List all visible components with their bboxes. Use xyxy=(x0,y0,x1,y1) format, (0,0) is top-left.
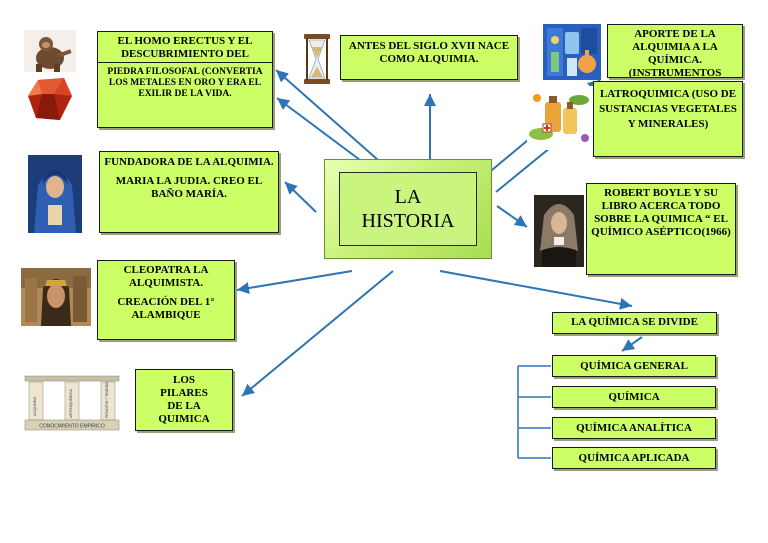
node-latroquimica: LATROQUIMICA (USO DE SUSTANCIAS VEGETALE… xyxy=(593,81,743,157)
node-robert-boyle-text: ROBERT BOYLE Y SU LIBRO ACERCA TODO SOBR… xyxy=(591,187,731,238)
node-pilares-text: LOS PILARES DE LA QUIMICA xyxy=(158,374,210,425)
node-siglo-xvii-text: ANTES DEL SIGLO XVII NACE COMO ALQUIMIA. xyxy=(348,40,510,65)
node-se-divide: LA QUÍMICA SE DIVIDE xyxy=(552,312,717,334)
arrow-to-piedra-filosofal xyxy=(276,97,369,167)
division-bracket xyxy=(517,365,551,459)
node-latroquimica-text: LATROQUIMICA (USO DE SUSTANCIAS VEGETALE… xyxy=(599,88,737,130)
pillar-label-1: ALQUIMIA xyxy=(32,397,37,416)
arrow-to-divisions xyxy=(621,336,643,352)
node-cleopatra-title: CLEOPATRA LA ALQUIMISTA. xyxy=(123,264,209,289)
hourglass-image xyxy=(304,34,330,84)
node-homo-erectus-text: EL HOMO ERECTUS Y EL DESCUBRIMIENTO DEL … xyxy=(117,35,253,62)
node-pilares: LOS PILARES DE LA QUIMICA xyxy=(135,369,233,431)
herbal-bottles-image xyxy=(527,86,593,150)
node-cleopatra-detail: CREACIÓN DEL 1° ALAMBIQUE xyxy=(117,296,215,321)
primate-image xyxy=(24,30,76,72)
three-pillars-image: ALQUIMIA IATROQUÍMICA PRINCIPIO Y TEORÍA… xyxy=(23,374,121,432)
node-fundadora: FUNDADORA DE LA ALQUIMIA. MARIA LA JUDIA… xyxy=(99,151,279,233)
node-aporte-alquimia-text: APORTE DE LA ALQUIMIA A LA QUÍMICA. (INS… xyxy=(628,28,722,78)
central-topic-line2: HISTORIA xyxy=(361,210,455,232)
central-topic: LA HISTORIA xyxy=(324,159,492,259)
node-cleopatra: CLEOPATRA LA ALQUIMISTA. CREACIÓN DEL 1°… xyxy=(97,260,235,340)
node-aporte-alquimia: APORTE DE LA ALQUIMIA A LA QUÍMICA. (INS… xyxy=(607,24,743,78)
division-item: QUÍMICA GENERAL xyxy=(552,355,716,377)
node-piedra-filosofal: PIEDRA FILOSOFAL (CONVERTIA LOS METALES … xyxy=(97,62,273,128)
lab-equipment-image xyxy=(543,24,601,80)
pillar-base-label: CONOCIMIENTO EMPÍRICO xyxy=(39,423,105,430)
arrow-to-se-divide xyxy=(439,270,633,310)
robert-boyle-portrait xyxy=(534,195,584,267)
arrow-to-cleopatra xyxy=(236,270,353,294)
arrow-to-robert-boyle xyxy=(496,205,528,228)
division-item: QUÍMICA APLICADA xyxy=(552,447,716,469)
central-topic-line1: LA xyxy=(394,186,422,208)
node-siglo-xvii: ANTES DEL SIGLO XVII NACE COMO ALQUIMIA. xyxy=(340,35,518,80)
node-robert-boyle: ROBERT BOYLE Y SU LIBRO ACERCA TODO SOBR… xyxy=(586,183,736,275)
node-piedra-filosofal-text: PIEDRA FILOSOFAL (CONVERTIA LOS METALES … xyxy=(107,67,263,99)
cleopatra-portrait xyxy=(21,268,91,326)
node-homo-erectus: EL HOMO ERECTUS Y EL DESCUBRIMIENTO DEL … xyxy=(97,31,273,63)
node-se-divide-text: LA QUÍMICA SE DIVIDE xyxy=(571,316,698,328)
node-fundadora-title: FUNDADORA DE LA ALQUIMIA. xyxy=(104,156,274,168)
central-topic-label-box: LA HISTORIA xyxy=(339,172,477,246)
arrow-to-homo-erectus xyxy=(275,69,379,161)
pillar-label-2: IATROQUÍMICA xyxy=(68,389,73,418)
division-item: QUÍMICA ANALÍTICA xyxy=(552,417,716,439)
pillar-label-3: PRINCIPIO Y TEORÍAS xyxy=(105,381,109,418)
mary-jewess-portrait xyxy=(28,155,82,233)
red-crystal-image xyxy=(24,74,76,124)
arrow-to-fundadora xyxy=(284,181,317,213)
arrow-to-pilares xyxy=(241,270,394,397)
division-item: QUÍMICA xyxy=(552,386,716,408)
node-fundadora-detail: MARIA LA JUDIA. CREO EL BAÑO MARÍA. xyxy=(115,175,263,200)
